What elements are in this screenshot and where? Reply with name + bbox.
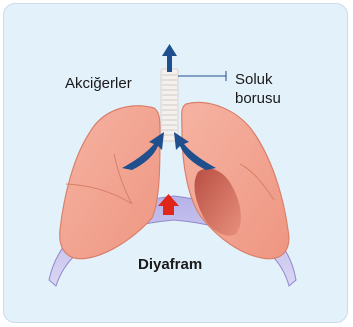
trachea	[161, 69, 178, 141]
diaphragm-label: Diyafram	[138, 256, 202, 274]
exhale-arrow	[162, 44, 177, 72]
respiratory-diagram	[4, 4, 348, 323]
trachea-label-line1: Soluk	[235, 71, 273, 89]
diagram-panel: Akciğerler Soluk borusu Diyafram	[3, 3, 348, 323]
trachea-leader-line	[178, 71, 226, 81]
left-lung	[60, 106, 160, 259]
lungs-label: Akciğerler	[65, 75, 132, 93]
trachea-label-line2: borusu	[235, 90, 281, 108]
